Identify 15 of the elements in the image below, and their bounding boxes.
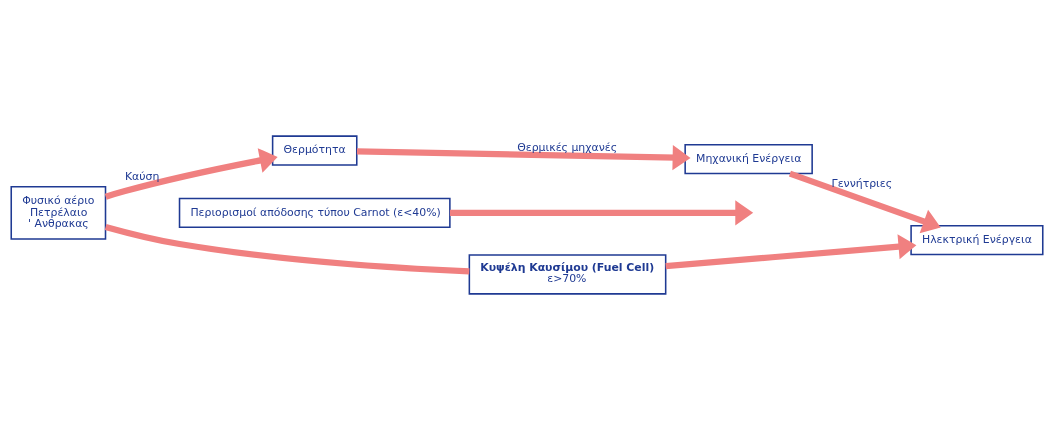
connector	[104, 223, 470, 275]
node-box: Περιορισμοί απόδοσης τύπου Carnot (ε<40%)	[178, 197, 451, 228]
arrow	[788, 170, 941, 233]
edge-label: Καύση	[124, 169, 160, 183]
edge-label: Θερμικές μηχανές	[517, 140, 618, 154]
node-box: Ηλεκτρική Ενέργεια	[910, 224, 1044, 255]
node-box: Μηχανική Ενέργεια	[684, 143, 813, 174]
edge-label: Γεννήτριες	[831, 176, 893, 190]
node-box: Κυψέλη Καυσίμου (Fuel Cell) ε>70%	[468, 253, 667, 295]
node-box: Θερμότητα	[271, 134, 358, 166]
arrow	[665, 233, 917, 269]
arrow	[356, 144, 691, 170]
node-box: Φυσικό αέριο Πετρέλαιο ' Ανθρακας	[10, 185, 107, 240]
arrow	[104, 147, 278, 200]
arrow	[449, 199, 754, 225]
